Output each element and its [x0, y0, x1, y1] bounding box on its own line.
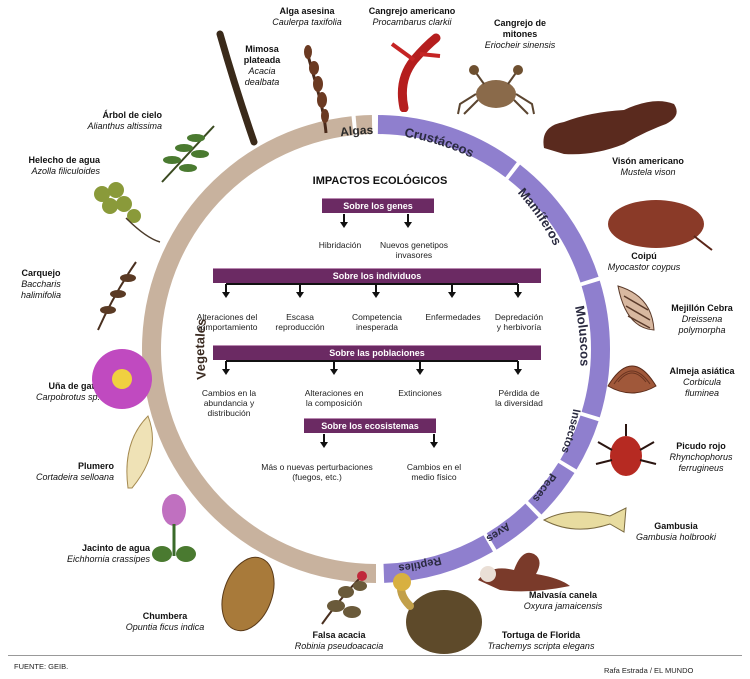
falsa-acacia-icon [321, 571, 367, 625]
poblaciones-connector [226, 360, 518, 362]
footer-source: FUENTE: GEIB. [14, 662, 69, 671]
poblaciones-item-3: Extinciones [398, 388, 442, 398]
carquejo-icon [97, 261, 137, 331]
ring-band-insectos [560, 415, 599, 470]
cangrejo-americano-icon [390, 33, 441, 112]
category-label-algas: Algas [339, 123, 373, 139]
plumero-icon [126, 415, 153, 489]
poblaciones-item-4: Pérdida de la diversidad [495, 388, 543, 408]
ring-band-crustaceos [377, 115, 517, 178]
ring-band-moluscos [581, 280, 610, 418]
poblaciones-header: Sobre las poblaciones [213, 345, 541, 360]
poblaciones-item-2: Alteraciones en la composición [304, 388, 364, 408]
arbol-cielo-icon [161, 125, 215, 183]
gambusia-icon [542, 507, 627, 533]
coipu-icon [608, 200, 713, 251]
tortuga-florida-icon [393, 573, 482, 654]
ecosistemas-item-1: Más o nuevas perturbaciones (fuegos, etc… [261, 462, 373, 482]
mimosa-plateada-icon [216, 30, 258, 146]
alga-asesina-icon [304, 45, 329, 134]
ring-band-algas [355, 115, 373, 135]
individuos-item-4: Enfermedades [425, 312, 481, 322]
poblaciones-item-1: Cambios en la abundancia y distribución [201, 388, 257, 418]
jacinto-agua-icon [152, 494, 196, 562]
picudo-rojo-icon [595, 424, 657, 476]
ecosistemas-item-2: Cambios en el medio físico [406, 462, 462, 482]
ring-band-peces [528, 462, 575, 515]
ecosistemas-header: Sobre los ecosistemas [304, 418, 436, 433]
vison-americano-icon [543, 101, 677, 155]
genes-item-genotipos: Nuevos genetipos invasores [379, 240, 449, 260]
mejillon-cebra-icon [617, 285, 655, 331]
ring-band-aves [486, 503, 539, 550]
individuos-item-1: Alteraciones del comportamiento [196, 312, 258, 332]
diagram-title: IMPACTOS ECOLÓGICOS [312, 175, 448, 187]
malvasia-canela-icon [478, 552, 570, 592]
helecho-agua-icon [94, 182, 161, 243]
chumbera-icon [221, 556, 275, 632]
genes-item-hibridacion: Hibridación [318, 240, 362, 250]
almeja-asiatica-icon [607, 365, 657, 394]
una-de-gato-icon [92, 349, 152, 409]
individuos-item-3: Competencia inesperada [351, 312, 403, 332]
category-label-vegetales: Vegetales [192, 318, 209, 381]
genes-header: Sobre los genes [322, 198, 434, 213]
individuos-header: Sobre los individuos [213, 268, 541, 283]
cangrejo-mitones-icon [457, 65, 535, 115]
individuos-item-2: Escasa reproducción [275, 312, 325, 332]
footer-divider [8, 655, 742, 656]
footer-credit: Rafa Estrada / EL MUNDO [604, 666, 694, 675]
ring-band-mamiferos [508, 164, 599, 283]
ring-band-reptiles [383, 535, 493, 583]
individuos-item-5: Depredación y herbivoría [494, 312, 544, 332]
individuos-connector [226, 283, 518, 285]
